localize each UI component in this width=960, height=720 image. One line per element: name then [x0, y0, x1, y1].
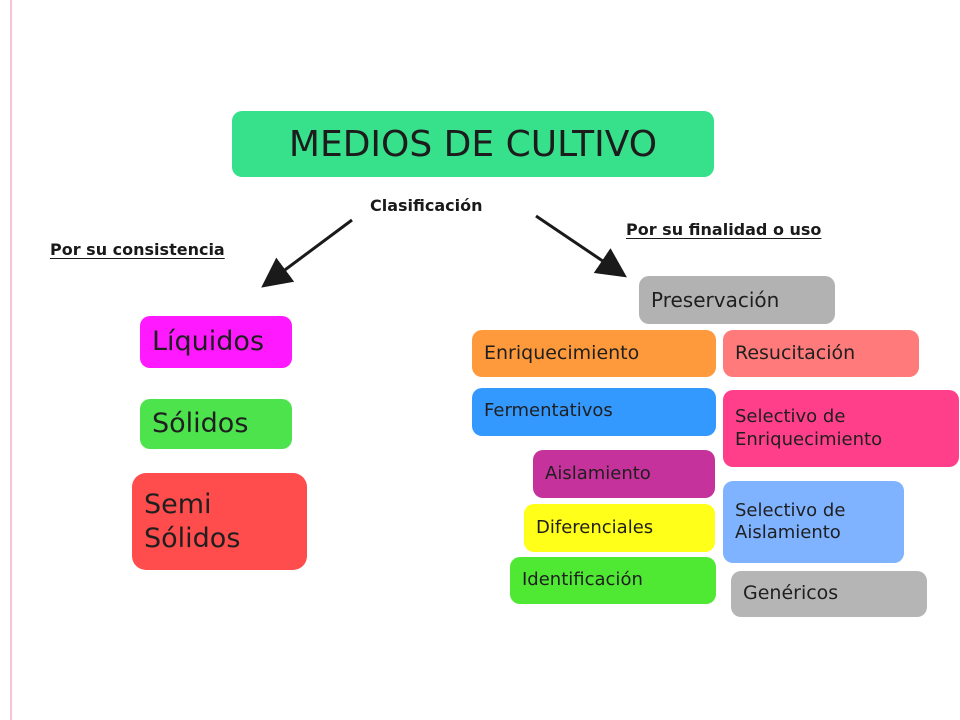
- box-genericos: Genéricos: [731, 571, 927, 617]
- identificacion-text: Identificación: [522, 569, 643, 591]
- box-enriquecimiento: Enriquecimiento: [472, 330, 716, 377]
- fermentativos-text: Fermentativos: [484, 400, 613, 421]
- semisolidos-text: Semi Sólidos: [144, 488, 241, 554]
- arrow-left: [261, 218, 353, 288]
- enriquecimiento-text: Enriquecimiento: [484, 341, 640, 364]
- right-branch-label: Por su finalidad o uso: [626, 220, 822, 239]
- diferenciales-text: Diferenciales: [536, 516, 654, 538]
- box-selectivo-enriquecimiento: Selectivo de Enriquecimiento: [723, 390, 959, 467]
- box-preservacion: Preservación: [639, 276, 835, 324]
- box-semisolidos: Semi Sólidos: [132, 473, 307, 570]
- box-liquidos: Líquidos: [140, 316, 292, 368]
- solidos-text: Sólidos: [152, 408, 249, 440]
- box-identificacion: Identificación: [510, 557, 716, 604]
- classification-label: Clasificación: [370, 196, 483, 215]
- arrow-right: [535, 214, 627, 278]
- genericos-text: Genéricos: [743, 582, 839, 605]
- box-solidos: Sólidos: [140, 399, 292, 449]
- box-resucitacion: Resucitación: [723, 330, 919, 377]
- title-text: MEDIOS DE CULTIVO: [288, 123, 658, 165]
- selectivo-enriquecimiento-text: Selectivo de Enriquecimiento: [735, 406, 883, 450]
- liquidos-text: Líquidos: [152, 326, 265, 358]
- box-aislamiento: Aislamiento: [533, 450, 715, 498]
- box-diferenciales: Diferenciales: [524, 504, 715, 552]
- selectivo-aislamiento-text: Selectivo de Aislamiento: [735, 499, 846, 544]
- preservacion-text: Preservación: [651, 287, 780, 312]
- aislamiento-text: Aislamiento: [545, 462, 651, 484]
- slide-edge-rule: [10, 0, 12, 720]
- resucitacion-text: Resucitación: [735, 341, 856, 364]
- box-selectivo-aislamiento: Selectivo de Aislamiento: [723, 481, 904, 563]
- title-box: MEDIOS DE CULTIVO: [232, 111, 714, 177]
- box-fermentativos: Fermentativos: [472, 388, 716, 436]
- left-branch-label: Por su consistencia: [50, 240, 225, 259]
